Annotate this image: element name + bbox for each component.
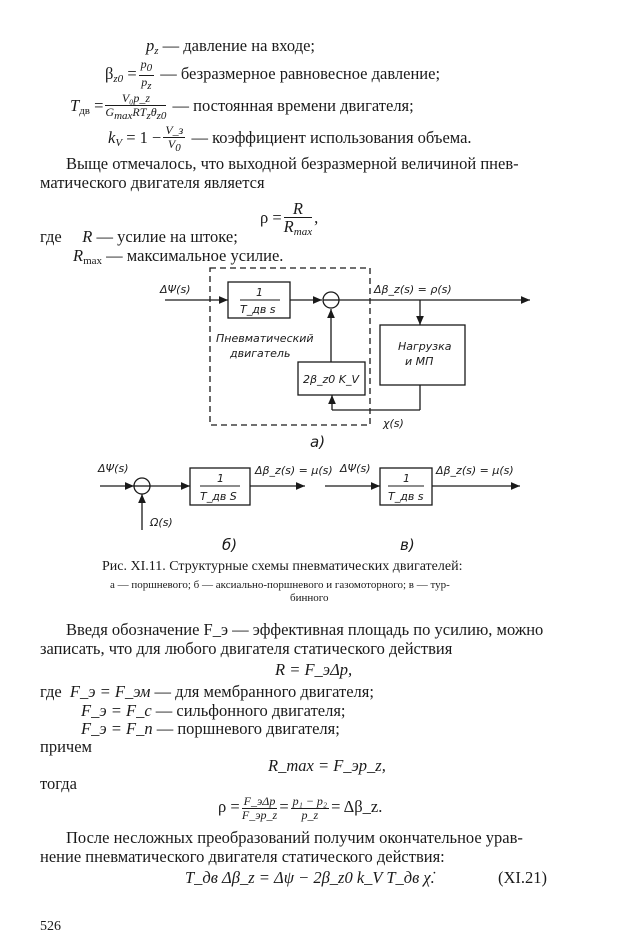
- paragraph-line: записать, что для любого двигателя стати…: [40, 639, 453, 658]
- motor-boundary: [209, 267, 371, 426]
- svg-text:1: 1: [256, 286, 263, 299]
- output-label: Δβ_z(s) = ρ(s): [373, 283, 452, 296]
- kv-numerator: V_з: [163, 123, 186, 138]
- page-number: 526: [40, 919, 61, 934]
- equation-rmax: R_max = F_эp_z,: [268, 756, 386, 775]
- block-diagrams: ΔΨ(s) 1 T_дв s Δβ_z(s) = ρ(s) Пневматиче…: [97, 267, 530, 554]
- svg-text:в): в): [400, 536, 415, 554]
- paragraph-line: нение пневматического двигателя статичес…: [40, 847, 445, 866]
- svg-text:1: 1: [217, 472, 224, 485]
- equation-final: T_дв Δβ_z = Δψ − 2β_z0 k_V T_дв χ̇.: [185, 868, 435, 887]
- where-r: где R — усилие на штоке;: [40, 227, 238, 246]
- figure-caption: Рис. XI.11. Структурные схемы пневматиче…: [102, 559, 463, 574]
- svg-text:Пневматический: Пневматический: [216, 332, 314, 345]
- figure-caption-legend: а — поршневого; б — аксиально-поршневого…: [110, 579, 450, 591]
- svg-text:T_дв s: T_дв s: [240, 303, 276, 316]
- list-item: F_э = F_с — сильфонного двигателя;: [81, 701, 346, 720]
- where-rmax: Rmax — максимальное усилие.: [73, 246, 284, 267]
- list-item: F_э = F_п — поршневого двигателя;: [81, 719, 340, 738]
- paragraph-line: Выще отмечалось, что выходной безразмерн…: [66, 154, 519, 173]
- svg-text:ΔΨ(s): ΔΨ(s): [339, 462, 371, 475]
- svg-text:Δβ_z(s) = μ(s): Δβ_z(s) = μ(s): [254, 464, 333, 477]
- svg-text:ΔΨ(s): ΔΨ(s): [97, 462, 129, 475]
- equation-r: R = F_эΔp,: [275, 660, 353, 679]
- svg-text:б): б): [222, 536, 237, 554]
- paragraph-line: Введя обозначение F_э — эффективная площ…: [66, 620, 544, 639]
- svg-text:двигатель: двигатель: [229, 347, 290, 360]
- paragraph-line: матического двигателя является: [40, 173, 265, 192]
- equation-number: (XI.21): [498, 868, 548, 887]
- input-label: ΔΨ(s): [159, 283, 191, 296]
- svg-text:2β_z0 K_V: 2β_z0 K_V: [303, 373, 361, 386]
- svg-text:Ω(s): Ω(s): [149, 516, 173, 529]
- figure-caption-legend: бинного: [290, 592, 329, 604]
- tdv-numerator: V₀p_z: [105, 92, 167, 106]
- svg-text:Нагрузка: Нагрузка: [398, 340, 452, 353]
- text-line: тогда: [40, 774, 77, 793]
- def-pz: pz — давление на входе;: [146, 36, 316, 57]
- svg-text:1: 1: [403, 472, 410, 485]
- svg-text:T_дв S: T_дв S: [200, 490, 237, 503]
- svg-text:T_дв s: T_дв s: [388, 490, 424, 503]
- load-block: [379, 324, 466, 386]
- svg-text:Δβ_z(s) = μ(s): Δβ_z(s) = μ(s): [435, 464, 514, 477]
- svg-text:χ(s): χ(s): [382, 417, 404, 430]
- svg-text:и МП: и МП: [405, 355, 433, 368]
- text-line: причем: [40, 737, 92, 756]
- paragraph-line: После несложных преобразований получим о…: [66, 828, 523, 847]
- svg-text:а): а): [310, 433, 325, 451]
- list-item: где F_э = F_эм — для мембранного двигате…: [40, 682, 374, 701]
